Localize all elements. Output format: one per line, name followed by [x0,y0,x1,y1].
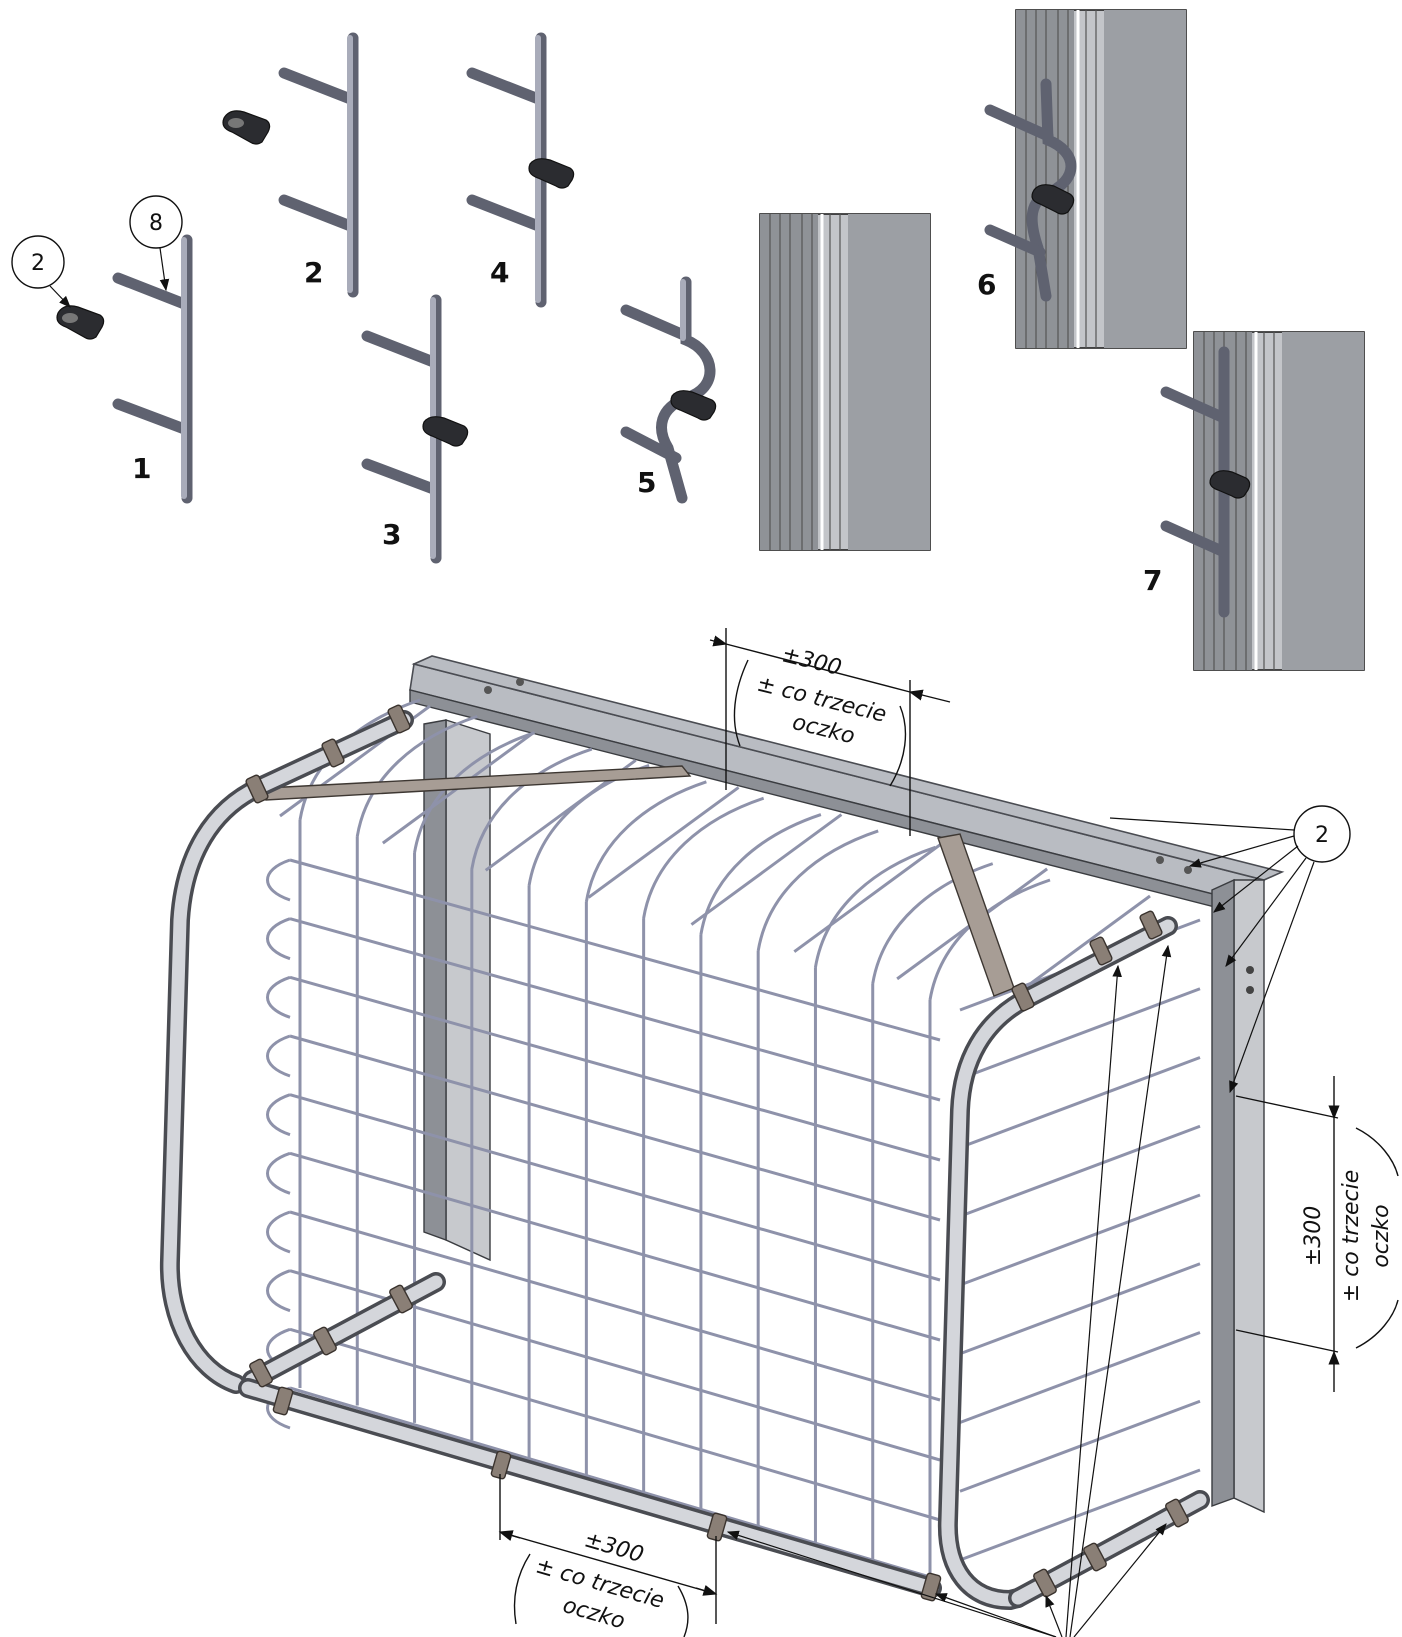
step-6-group: 6 [977,9,1187,349]
step-label-3: 3 [382,518,401,551]
goal-net [266,698,1201,1582]
top-beam [409,655,1285,919]
net-wire [690,813,843,926]
net-wire [266,1151,941,1342]
left-frame-tube [159,710,414,1394]
step-2-group: 2 [222,32,359,298]
left-back-post [423,719,491,1262]
bottom-clamp-leaders [726,944,1172,1637]
net-wire [959,1262,1201,1356]
net-wire [642,796,765,1493]
frame-clamps [245,704,1189,1602]
step-4-group: 4 [466,32,575,308]
clip-part [528,158,575,189]
net-wire [527,764,650,1458]
net-wire [959,1124,1201,1218]
net-wire [959,1056,1201,1149]
step-label-4: 4 [490,256,509,289]
callout-clip-frame-text: 2 [1315,823,1329,848]
net-wire [355,714,478,1406]
net-wire [266,858,941,1042]
dimension-right-value: ±300 [1301,1206,1326,1266]
net-wire [266,975,941,1162]
clip-part [56,305,105,340]
net-wire [959,1468,1201,1562]
right-support-strap [937,833,1015,997]
net-wire [266,1093,941,1282]
callout-pin-top-text: 8 [149,211,163,236]
callout-clip-frame: 2 [1109,805,1351,1094]
callout-pin-top: 8 [129,195,183,292]
net-wire [266,1210,941,1402]
hook-pin-1 [112,234,193,504]
bottom-front-tube [238,1378,942,1598]
clip-part [670,390,717,421]
net-wire [266,917,941,1102]
callout-clip-top: 2 [11,235,71,308]
dimension-right: ±300 ± co trzecie oczko [1235,1076,1399,1392]
step-1-group: 1 [56,234,193,504]
right-front-frame-tube [937,916,1178,1610]
callout-clip-top-text: 2 [31,251,45,276]
step-7-group: 7 [1143,331,1365,671]
net-wire [813,845,936,1546]
step-label-7: 7 [1143,564,1162,597]
dimension-right-note-2: oczko [1369,1204,1394,1267]
step-label-1: 1 [132,452,151,485]
net-wire [959,1331,1201,1424]
dimension-top-value: ±300 [779,642,844,681]
rail-profile-5 [759,213,931,551]
clip-part [1031,184,1075,215]
net-wire [959,1399,1201,1493]
step-3-group: 3 [361,294,469,564]
net-wire [756,829,879,1528]
net-wire [470,747,593,1441]
clip-part [422,416,469,447]
hook-pin-2 [278,32,359,298]
step-5-group: 5 [620,213,931,551]
net-wire [959,1193,1201,1287]
step-label-5: 5 [637,466,656,499]
net-wire [587,786,740,899]
goal-assembly: 2 [159,655,1351,1637]
net-wire [699,813,822,1511]
dimension-bottom-value: ±300 [581,1527,646,1568]
step-label-6: 6 [977,268,996,301]
clip-part [222,110,271,145]
dimension-right-note-1: ± co trzecie [1339,1170,1364,1302]
net-wire [793,840,946,953]
clip-part [1209,470,1251,499]
net-wire [266,1034,941,1222]
right-wall-post [1211,878,1265,1514]
step-label-2: 2 [304,256,323,289]
net-wire [584,780,707,1476]
